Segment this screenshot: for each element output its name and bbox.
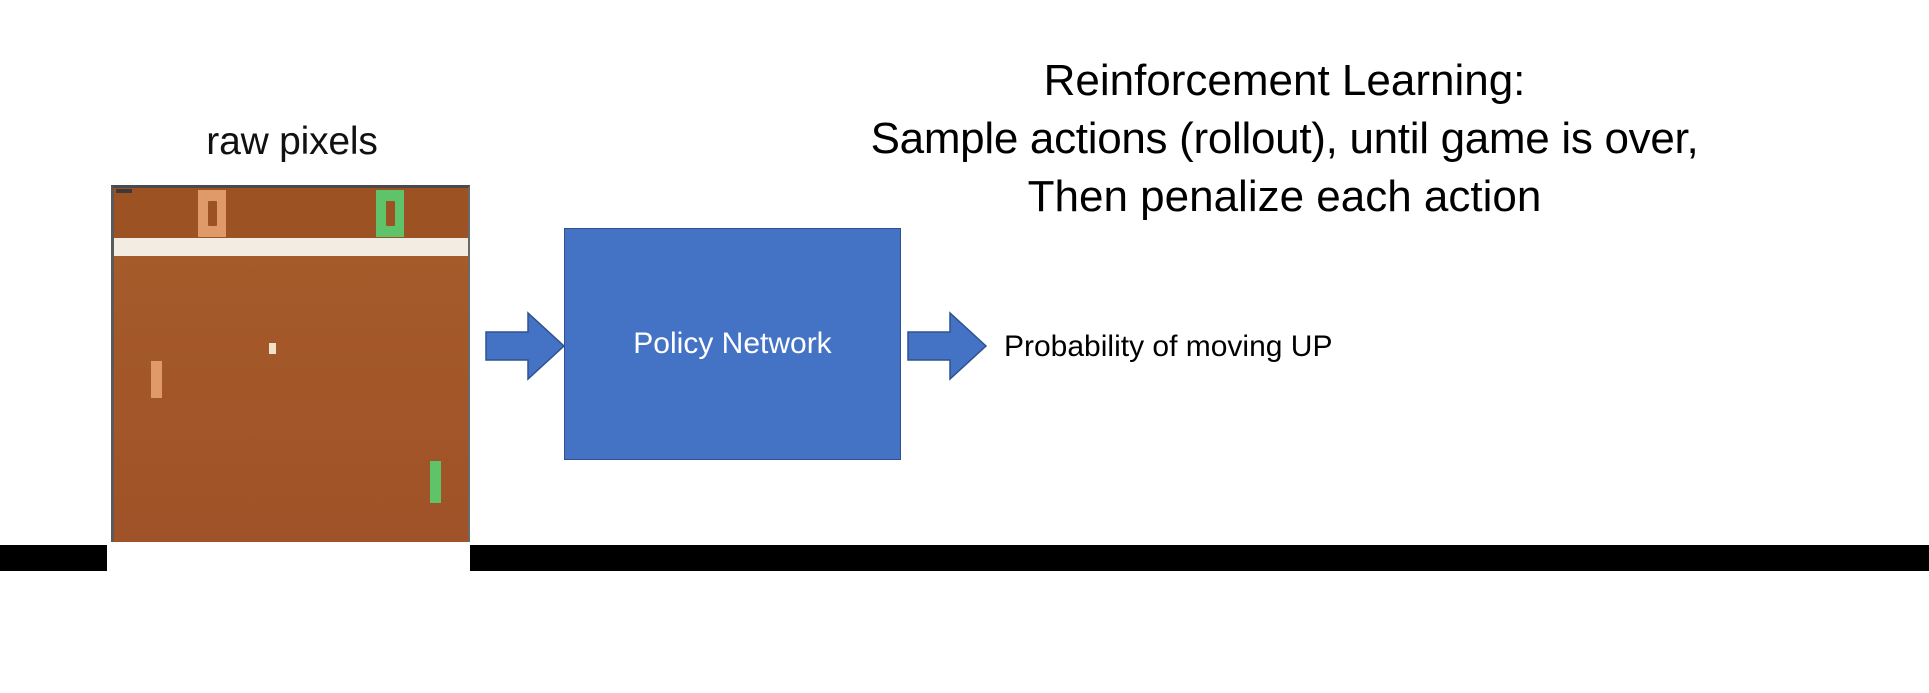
pong-play-field (114, 256, 468, 542)
policy-network-box: Policy Network (564, 228, 901, 460)
pong-corner-notch (116, 189, 132, 193)
pong-divider-line (114, 238, 468, 256)
pong-score-right-hole (385, 201, 395, 226)
headline-block: Reinforcement Learning: Sample actions (… (640, 52, 1929, 226)
output-probability-label: Probability of moving UP (1004, 330, 1333, 363)
pong-score-right (376, 190, 404, 237)
headline-line-3: Then penalize each action (1027, 172, 1542, 222)
output-right-arrow-icon (907, 311, 988, 381)
pong-score-left-hole (207, 201, 217, 226)
headline-line-1: Reinforcement Learning: (1043, 56, 1526, 105)
input-right-arrow-icon (485, 311, 566, 381)
pong-paddle-left (151, 361, 162, 398)
pong-paddle-right (430, 461, 441, 503)
pong-score-left (198, 190, 226, 237)
bottom-black-bar-right (470, 545, 1929, 571)
bottom-black-bar-left (0, 545, 107, 571)
pong-ball (269, 343, 276, 354)
policy-network-label: Policy Network (633, 327, 832, 360)
headline-line-2: Sample actions (rollout), until game is … (870, 114, 1699, 164)
pong-game-screenshot (111, 185, 470, 542)
pong-score-band (114, 188, 468, 238)
raw-pixels-caption: raw pixels (206, 120, 378, 163)
